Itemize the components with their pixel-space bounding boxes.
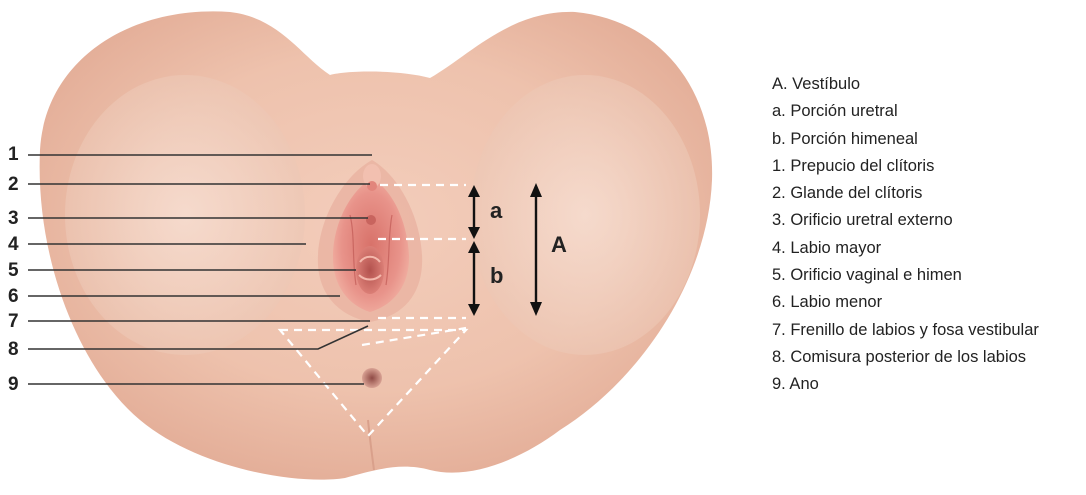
legend-item-5: 5. Orificio vaginal e himen (772, 262, 1082, 289)
bracket-label-A: A (551, 232, 567, 257)
label-7: 7 (8, 311, 19, 332)
legend-item-a: a. Porción uretral (772, 98, 1082, 125)
bracket-label-a: a (490, 198, 503, 223)
vaginal-orifice (356, 246, 384, 294)
legend-item-A: A. Vestíbulo (772, 71, 1082, 98)
legend-item-9: 9. Ano (772, 371, 1082, 398)
label-9: 9 (8, 374, 19, 395)
label-6: 6 (8, 286, 19, 307)
legend: A. Vestíbulo a. Porción uretral b. Porci… (772, 71, 1082, 399)
label-3: 3 (8, 208, 19, 229)
legend-item-6: 6. Labio menor (772, 289, 1082, 316)
legend-item-8: 8. Comisura posterior de los labios (772, 344, 1082, 371)
label-2: 2 (8, 174, 19, 195)
anus (362, 368, 382, 388)
legend-item-3: 3. Orificio uretral externo (772, 207, 1082, 234)
left-thigh-highlight (65, 75, 305, 355)
urethral-orifice (366, 215, 376, 225)
right-thigh-highlight (470, 75, 700, 355)
label-8: 8 (8, 339, 19, 360)
legend-item-1: 1. Prepucio del clítoris (772, 153, 1082, 180)
legend-item-b: b. Porción himeneal (772, 126, 1082, 153)
clitoris-glans (367, 181, 377, 191)
legend-item-4: 4. Labio mayor (772, 235, 1082, 262)
bracket-label-b: b (490, 263, 503, 288)
legend-item-7: 7. Frenillo de labios y fosa vestibular (772, 317, 1082, 344)
number-labels: 1 2 3 4 5 6 7 8 9 (8, 144, 19, 395)
label-4: 4 (8, 234, 19, 255)
legend-item-2: 2. Glande del clítoris (772, 180, 1082, 207)
label-5: 5 (8, 260, 19, 281)
label-1: 1 (8, 144, 19, 165)
